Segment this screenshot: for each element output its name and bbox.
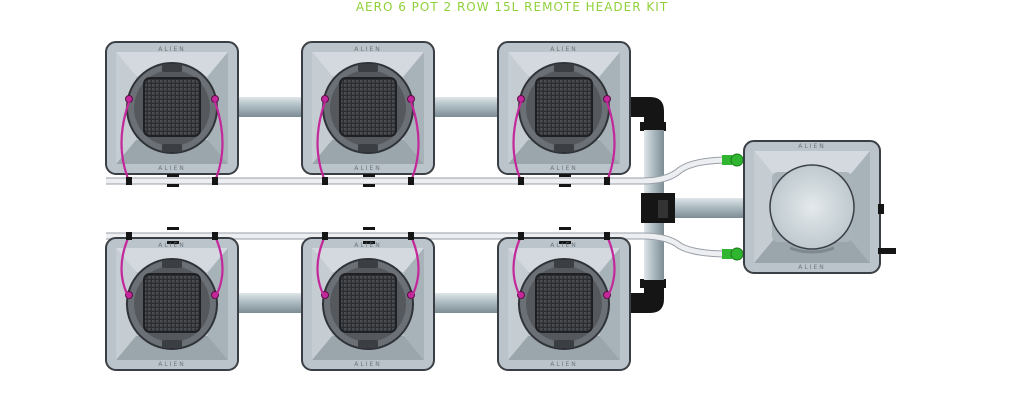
drip-feed-tube-top — [106, 156, 731, 185]
net-cup — [143, 273, 201, 333]
green-connector-top — [722, 153, 744, 167]
pot-brand-top: ALIEN — [354, 242, 382, 249]
reservoir-lid — [769, 164, 855, 250]
pot-2-3: ALIEN ALIEN — [497, 227, 631, 371]
pot-brand-bottom: ALIEN — [354, 165, 382, 172]
reservoir-feed-pipe — [675, 198, 745, 218]
reservoir-brand-bottom: ALIEN — [798, 264, 826, 271]
pot-brand-top: ALIEN — [550, 242, 578, 249]
net-cup — [143, 77, 201, 137]
pot-brand-top: ALIEN — [158, 242, 186, 249]
reservoir-outlet — [878, 248, 896, 254]
pot-2-1: ALIEN ALIEN — [105, 227, 239, 371]
bottom-row-manifold-pipe — [236, 293, 502, 313]
net-cup — [339, 273, 397, 333]
top-row-manifold-pipe — [236, 97, 502, 117]
pot-brand-bottom: ALIEN — [158, 361, 186, 368]
pot-brand-bottom: ALIEN — [354, 361, 382, 368]
pot-brand-top: ALIEN — [354, 46, 382, 53]
net-cup — [535, 77, 593, 137]
pot-1-2: ALIEN ALIEN — [301, 41, 435, 187]
pot-brand-top: ALIEN — [550, 46, 578, 53]
pot-2-2: ALIEN ALIEN — [301, 227, 435, 371]
pot-1-1: ALIEN ALIEN — [105, 41, 239, 187]
pot-brand-bottom: ALIEN — [550, 361, 578, 368]
pot-group: ALIENALIENALIENALIENALIENALIENALIENALIEN… — [105, 41, 631, 371]
elbow-fitting-top — [628, 97, 666, 131]
elbow-fitting-bottom — [628, 279, 666, 313]
pot-brand-bottom: ALIEN — [550, 165, 578, 172]
pot-brand-top: ALIEN — [158, 46, 186, 53]
reservoir-brand-top: ALIEN — [798, 143, 826, 150]
diagram-title: AERO 6 POT 2 ROW 15L REMOTE HEADER KIT — [355, 0, 669, 14]
pot-1-3: ALIEN ALIEN — [497, 41, 631, 187]
green-connector-bottom — [722, 247, 744, 261]
drip-feed-tube-bottom — [106, 232, 731, 258]
pot-brand-bottom: ALIEN — [158, 165, 186, 172]
reservoir-tank: ALIEN ALIEN — [743, 140, 896, 274]
net-cup — [535, 273, 593, 333]
net-cup — [339, 77, 397, 137]
